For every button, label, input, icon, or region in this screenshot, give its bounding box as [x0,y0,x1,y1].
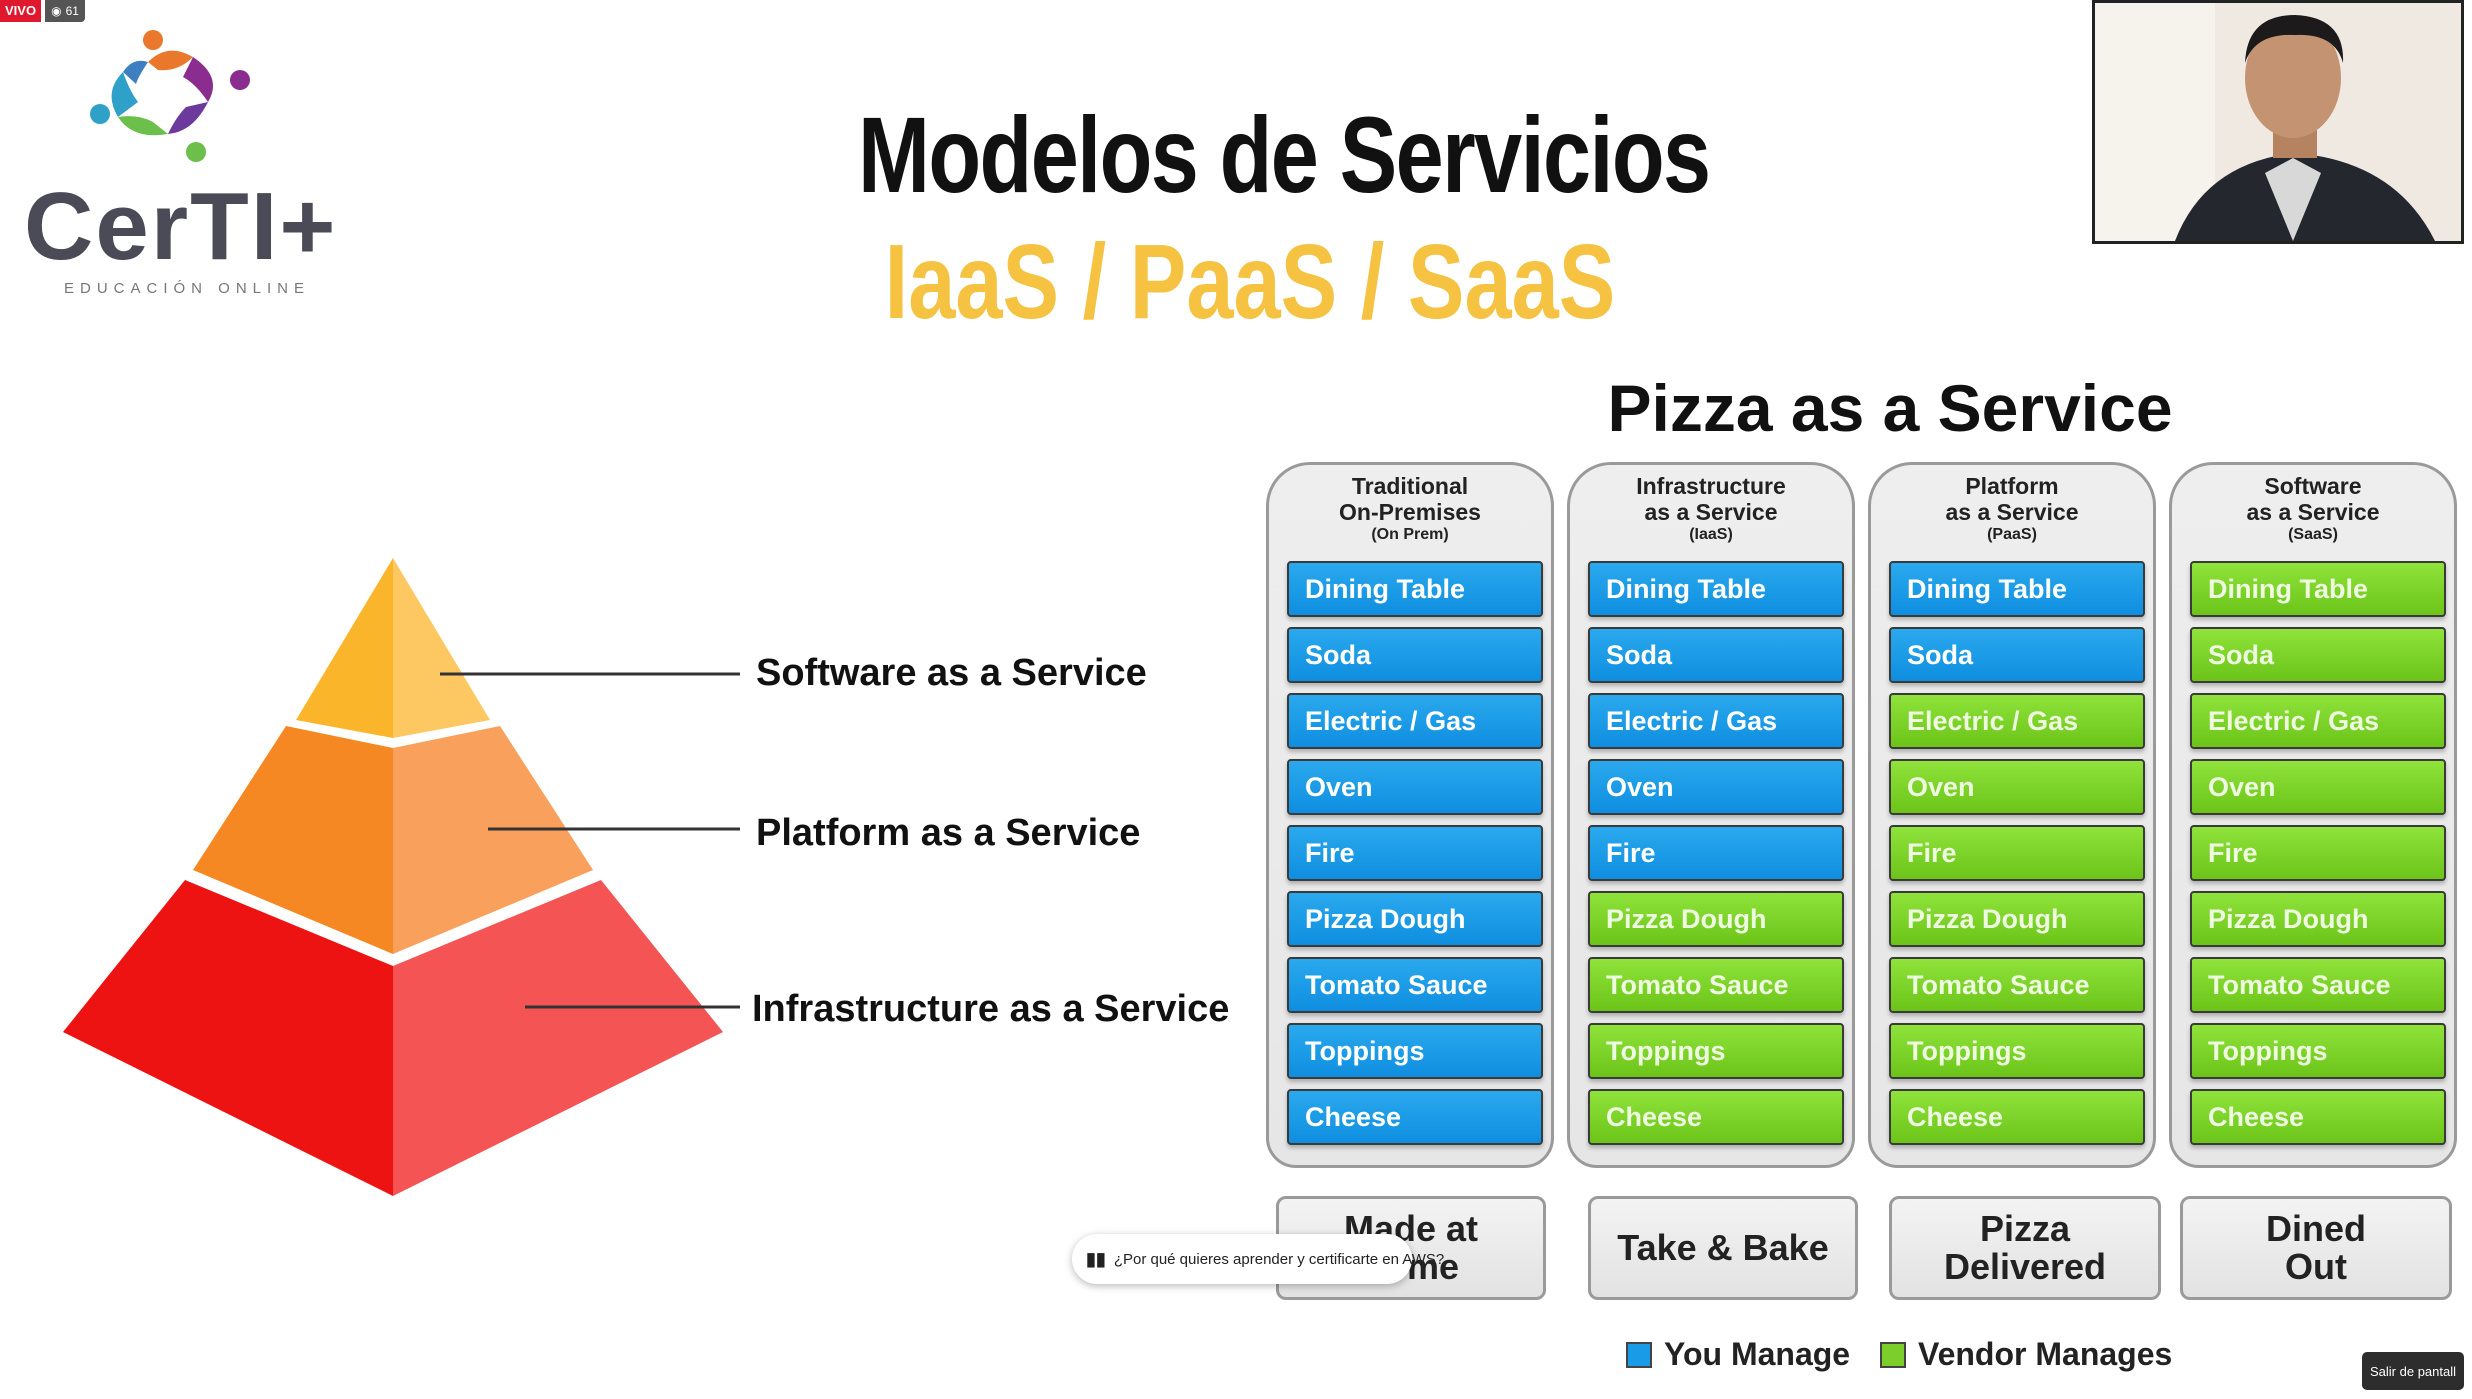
viewer-count-value: 61 [65,4,79,18]
column-header-line: Infrastructure [1636,473,1786,499]
pizza-item-cheese: Cheese [1588,1089,1844,1145]
pizza-item-pizza-dough: Pizza Dough [2190,891,2446,947]
pizza-item-electric-gas: Electric / Gas [1889,693,2145,749]
you-manage-swatch [1626,1341,1652,1368]
pizza-column-iaas: Infrastructure as a Service (IaaS) Dinin… [1567,462,1855,1168]
logo-wordmark: CerTI+ [24,173,338,280]
pyramid-middle-right [393,726,593,954]
pizza-item-soda: Soda [2190,627,2446,683]
column-header: Software as a Service (SaaS) [2172,473,2454,545]
pizza-column-saas: Software as a Service (SaaS) Dining Tabl… [2169,462,2457,1168]
live-label: VIVO [0,0,42,22]
pizza-item-pizza-dough: Pizza Dough [1287,891,1543,947]
pizza-item-oven: Oven [2190,759,2446,815]
legend-vendor-manages: Vendor Manages [1880,1336,2172,1373]
pizza-item-cheese: Cheese [1889,1089,2145,1145]
pizza-item-tomato-sauce: Tomato Sauce [1889,957,2145,1013]
pizza-item-pizza-dough: Pizza Dough [1588,891,1844,947]
pizza-item-electric-gas: Electric / Gas [1588,693,1844,749]
pizza-item-electric-gas: Electric / Gas [2190,693,2446,749]
pyramid-label-iaas: Infrastructure as a Service [752,988,1230,1030]
pizza-item-oven: Oven [1287,759,1543,815]
pizza-item-toppings: Toppings [2190,1023,2446,1079]
legend-you-manage: You Manage [1626,1336,1850,1373]
column-header: Platform as a Service (PaaS) [1871,473,2153,545]
certi-logo: CerTI+ EDUCACIÓN ONLINE [18,22,338,312]
pizza-item-soda: Soda [1287,627,1543,683]
vendor-manages-swatch [1880,1341,1906,1368]
column-header-line: Software [2264,473,2362,499]
pizza-item-dining-table: Dining Table [1287,561,1543,617]
pizza-item-soda: Soda [1588,627,1844,683]
pizza-item-cheese: Cheese [1287,1089,1543,1145]
pizza-item-soda: Soda [1889,627,2145,683]
pyramid-middle-left [193,726,393,954]
presenter-webcam [2092,0,2464,244]
poll-question-bubble[interactable]: ▮▮ ¿Por qué quieres aprender y certifica… [1072,1234,1444,1284]
pizza-item-fire: Fire [2190,825,2446,881]
footer-dined-out: Dined Out [2180,1196,2452,1300]
column-header-line: as a Service [2246,499,2380,525]
footer-pizza-delivered: Pizza Delivered [1889,1196,2161,1300]
eye-icon: ◉ [51,4,62,18]
pizza-item-toppings: Toppings [1287,1023,1543,1079]
column-header-abbr: (PaaS) [1987,526,2037,543]
pizza-item-fire: Fire [1588,825,1844,881]
exit-fullscreen-button[interactable]: Salir de pantall [2362,1352,2464,1390]
service-pyramid [63,558,740,1196]
pizza-column-on-prem: Traditional On-Premises (On Prem) Dining… [1266,462,1554,1168]
pizza-item-electric-gas: Electric / Gas [1287,693,1543,749]
footer-take-and-bake: Take & Bake [1588,1196,1858,1300]
pyramid-label-saas: Software as a Service [756,652,1147,694]
pyramid-label-paas: Platform as a Service [756,812,1141,854]
slide-subtitle: IaaS / PaaS / SaaS [884,223,1616,341]
column-header-line: as a Service [1644,499,1778,525]
pizza-item-toppings: Toppings [1889,1023,2145,1079]
pyramid-bottom-right [393,880,723,1196]
poll-question-text: ¿Por qué quieres aprender y certificarte… [1113,1250,1445,1268]
viewer-count: ◉ 61 [45,0,85,22]
legend-label: You Manage [1664,1336,1851,1372]
live-badge: VIVO ◉ 61 [0,0,85,22]
column-header-abbr: (IaaS) [1689,526,1733,543]
column-header-abbr: (On Prem) [1371,526,1449,543]
legend-label: Vendor Manages [1918,1336,2173,1372]
pizza-item-dining-table: Dining Table [1588,561,1844,617]
pizza-item-dining-table: Dining Table [2190,561,2446,617]
column-header: Infrastructure as a Service (IaaS) [1570,473,1852,545]
pyramid-top-right [393,558,490,738]
pizza-item-fire: Fire [1287,825,1543,881]
slide-title: Modelos de Servicios [858,94,1711,215]
presenter-video-icon [2095,3,2461,241]
pyramid-top-left [296,558,393,738]
pizza-column-paas: Platform as a Service (PaaS) Dining Tabl… [1868,462,2156,1168]
pizza-item-cheese: Cheese [2190,1089,2446,1145]
pizza-item-dining-table: Dining Table [1889,561,2145,617]
pizza-title: Pizza as a Service [1607,371,2173,445]
pizza-item-toppings: Toppings [1588,1023,1844,1079]
column-header-line: as a Service [1945,499,2079,525]
column-header: Traditional On-Premises (On Prem) [1269,473,1551,545]
pizza-item-fire: Fire [1889,825,2145,881]
column-header-line: Traditional [1351,473,1469,499]
pizza-item-oven: Oven [1588,759,1844,815]
bar-chart-icon: ▮▮ [1086,1248,1106,1269]
pyramid-bottom-left [63,880,393,1196]
pizza-item-oven: Oven [1889,759,2145,815]
column-header-line: Platform [1965,473,2059,499]
logo-mark-icon [90,30,250,162]
column-header-abbr: (SaaS) [2288,526,2338,543]
pizza-item-tomato-sauce: Tomato Sauce [1287,957,1543,1013]
logo-tagline: EDUCACIÓN ONLINE [64,280,311,297]
pizza-item-tomato-sauce: Tomato Sauce [1588,957,1844,1013]
pizza-item-pizza-dough: Pizza Dough [1889,891,2145,947]
pizza-item-tomato-sauce: Tomato Sauce [2190,957,2446,1013]
column-header-line: On-Premises [1339,499,1481,525]
